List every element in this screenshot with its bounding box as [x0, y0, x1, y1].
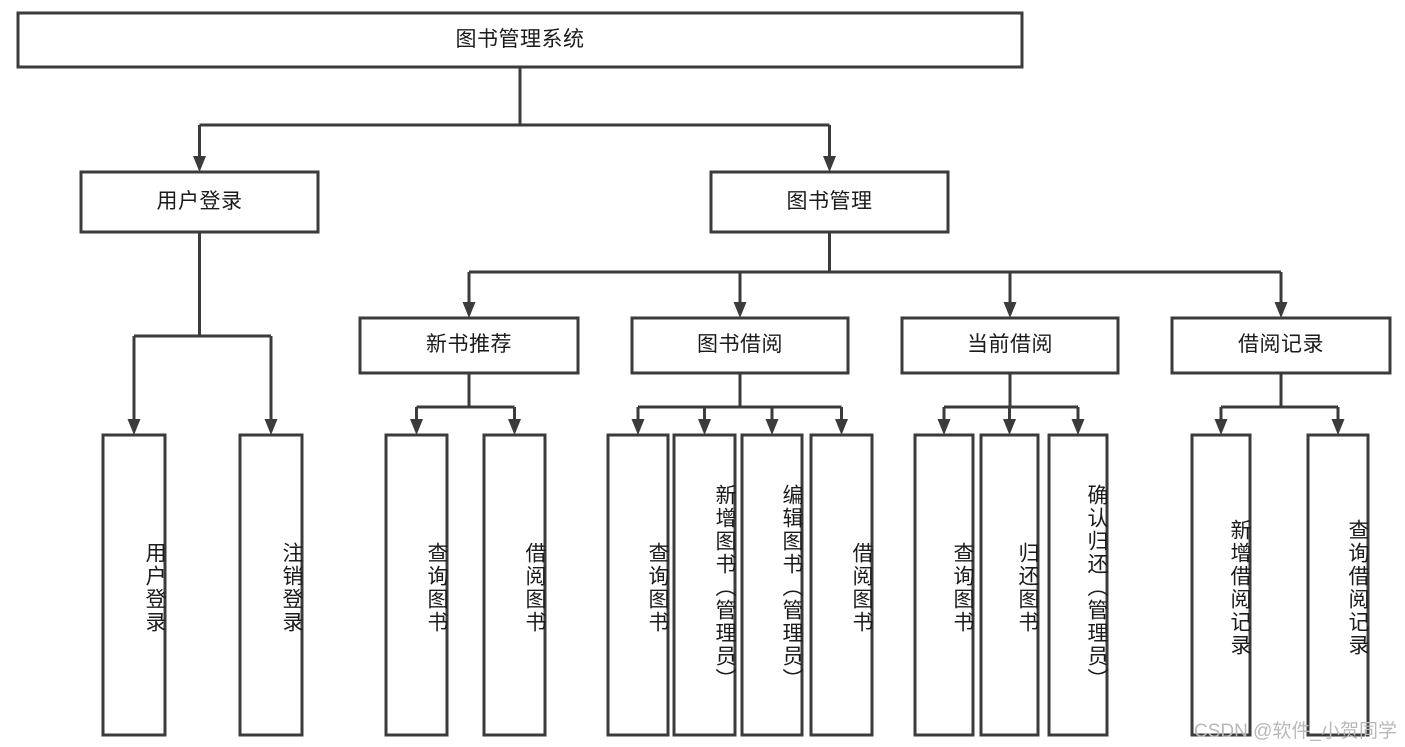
arrow-head-icon — [127, 419, 141, 435]
node-box-current-borrow[interactable] — [900, 316, 1120, 375]
arrow-head-icon — [631, 419, 645, 435]
arrow-head-icon — [765, 419, 779, 435]
arrow-head-icon — [733, 302, 747, 318]
arrow-head-icon — [823, 156, 836, 172]
arrow-head-icon — [193, 156, 206, 172]
node-box-user-login[interactable] — [79, 170, 320, 234]
node-box-leaf-user-login[interactable] — [101, 433, 167, 737]
node-box-root[interactable] — [16, 11, 1024, 69]
node-box-leaf-query-book-rec[interactable] — [384, 433, 449, 737]
node-box-leaf-borrow-book[interactable] — [809, 433, 874, 737]
node-box-layer — [16, 11, 1392, 737]
node-box-book-borrow[interactable] — [630, 316, 850, 375]
node-box-leaf-query-book-cur[interactable] — [913, 433, 975, 737]
node-box-book-manage[interactable] — [709, 170, 950, 234]
arrow-head-icon — [1214, 419, 1228, 435]
arrow-head-icon — [462, 302, 476, 318]
node-box-leaf-edit-book[interactable] — [740, 433, 804, 737]
connector-layer — [127, 67, 1345, 435]
arrow-head-icon — [508, 419, 521, 435]
node-box-leaf-return-book[interactable] — [979, 433, 1040, 737]
arrow-head-icon — [937, 419, 951, 435]
node-box-new-book-rec[interactable] — [358, 316, 580, 375]
node-box-leaf-borrow-book-rec[interactable] — [482, 433, 547, 737]
arrow-head-icon — [1274, 302, 1288, 318]
node-box-leaf-confirm-return[interactable] — [1047, 433, 1109, 737]
arrow-head-icon — [264, 419, 278, 435]
arrow-head-icon — [1003, 302, 1017, 318]
arrow-head-icon — [410, 419, 423, 435]
node-box-borrow-record[interactable] — [1170, 316, 1392, 375]
arrow-head-icon — [1331, 419, 1345, 435]
node-box-leaf-query-book[interactable] — [606, 433, 670, 737]
node-box-leaf-logout[interactable] — [238, 433, 304, 737]
arrow-head-icon — [698, 419, 711, 435]
arrow-head-icon — [835, 419, 848, 435]
node-box-leaf-query-record[interactable] — [1306, 433, 1370, 737]
node-box-leaf-add-book[interactable] — [672, 433, 737, 737]
node-box-leaf-add-record[interactable] — [1190, 433, 1252, 737]
arrow-head-icon — [1071, 419, 1085, 435]
arrow-head-icon — [1003, 419, 1016, 435]
